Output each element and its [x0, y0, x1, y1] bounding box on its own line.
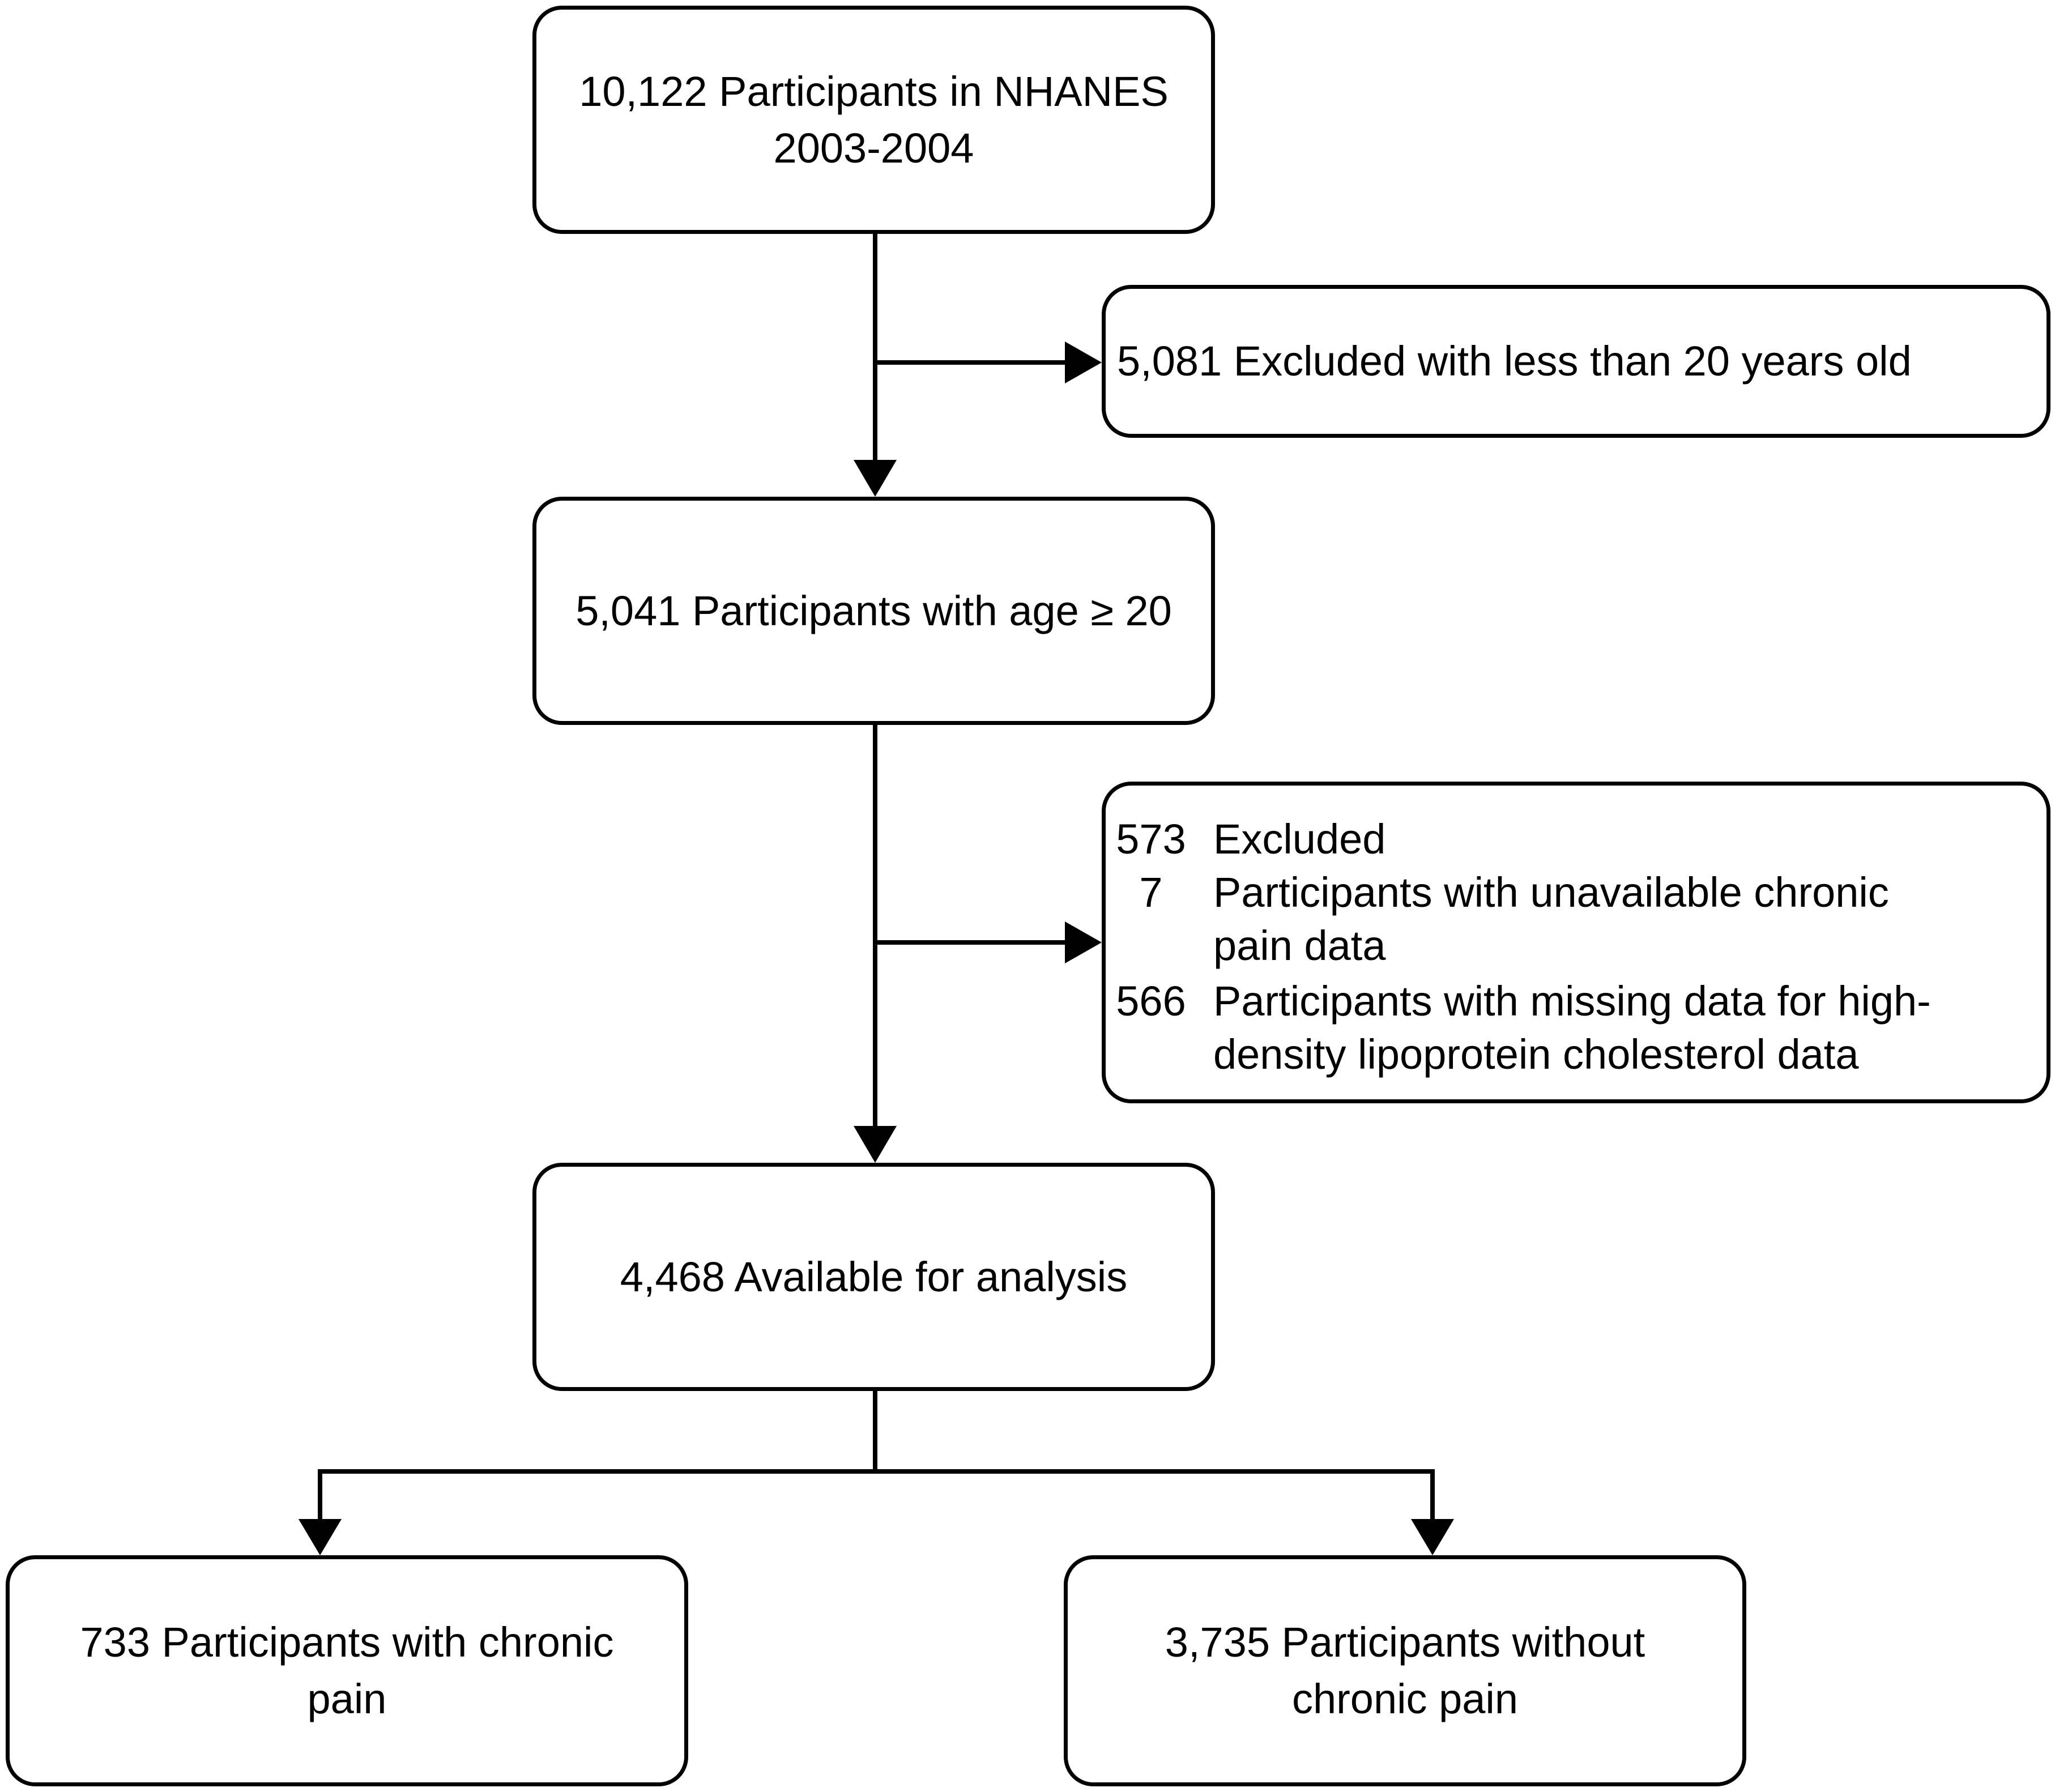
with-pain-line-1: 733 Participants with chronic: [80, 1619, 614, 1666]
box-available-for-analysis: 4,468 Available for analysis: [532, 1163, 1215, 1391]
excluded-item-count: 566: [1116, 978, 1186, 1025]
excluded-item-line: density lipoprotein cholesterol data: [1213, 1031, 1859, 1078]
box-excluded-under-20: 5,081 Excluded with less than 20 years o…: [1102, 285, 2050, 438]
excluded-header-label: Excluded: [1213, 816, 1386, 863]
arrowhead-to-with-pain: [299, 1519, 342, 1555]
box-total-participants: 10,122 Participants in NHANES 2003-2004: [532, 6, 1215, 234]
box-without-chronic-pain: 3,735 Participants without chronic pain: [1064, 1555, 1746, 1786]
arrowhead-to-analysis: [854, 1126, 897, 1163]
arrowhead-to-exclude-missing: [1065, 921, 1102, 963]
excluded-item-line: Participants with unavailable chronic: [1213, 869, 1889, 916]
excluded-item-count: 7: [1139, 869, 1163, 916]
without-pain-line-1: 3,735 Participants without: [1165, 1619, 1645, 1666]
total-line-1: 10,122 Participants in NHANES: [579, 67, 1169, 115]
excluded-item-line: pain data: [1213, 922, 1386, 969]
total-line-2: 2003-2004: [773, 124, 974, 172]
arrowhead-to-adults: [854, 460, 897, 497]
analysis-text: 4,468 Available for analysis: [620, 1253, 1128, 1300]
box-adult-participants: 5,041 Participants with age ≥ 20: [532, 497, 1215, 725]
adults-text: 5,041 Participants with age ≥ 20: [575, 587, 1172, 634]
excluded-item-line: Participants with missing data for high-: [1213, 978, 1931, 1025]
arrowhead-to-without-pain: [1411, 1519, 1454, 1555]
exclude-age-text: 5,081 Excluded with less than 20 years o…: [1117, 338, 1912, 385]
box-with-chronic-pain: 733 Participants with chronic pain: [6, 1555, 688, 1786]
without-pain-line-2: chronic pain: [1291, 1675, 1518, 1722]
box-excluded-missing-data: 573 Excluded 7 Participants with unavail…: [1102, 782, 2050, 1103]
excluded-total-count: 573: [1116, 816, 1186, 863]
with-pain-line-2: pain: [307, 1675, 387, 1722]
arrowhead-to-exclude-age: [1065, 342, 1102, 383]
